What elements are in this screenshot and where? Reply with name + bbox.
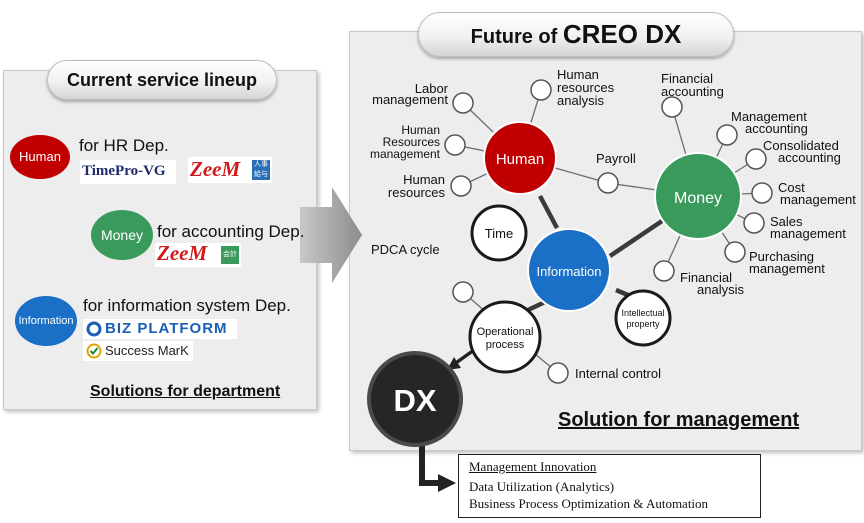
label-hr-management-1: Human (401, 123, 440, 137)
solutions-for-department: Solutions for department (90, 383, 281, 400)
label-sales-2: management (770, 226, 846, 241)
node-ip-label-1: Intellectual (621, 308, 664, 318)
label-cost-1: Cost (778, 180, 805, 195)
transition-arrow-icon (300, 187, 362, 283)
node-sales-management (743, 212, 765, 234)
human-circle: Human (10, 135, 70, 179)
label-consolidated-2: accounting (778, 150, 841, 165)
label-labor-2: management (372, 92, 448, 107)
label-hr-management-3: management (370, 147, 441, 161)
label-cost-2: management (780, 192, 856, 207)
future-title-prefix: Future of (470, 26, 563, 48)
dx-to-innovation-arrow (419, 445, 440, 486)
node-labor-management (452, 92, 474, 114)
accounting-dep-text: for accounting Dep. (157, 222, 305, 241)
information-circle: Information (15, 296, 77, 346)
future-title-brand: CREO DX (562, 19, 682, 49)
hub-dx-label: DX (393, 383, 436, 418)
management-innovation-title: Management Innovation (469, 459, 597, 474)
current-service-title: Current service lineup (47, 60, 277, 100)
hub-information-label: Information (536, 264, 601, 279)
label-consolidated-1: Consolidated (763, 138, 839, 153)
label-hr-analysis-1: Human (557, 67, 599, 82)
innovation-arrow-head-icon (438, 474, 456, 492)
hub-money-label: Money (674, 190, 722, 207)
data-utilization-text: Data Utilization (Analytics) (469, 479, 615, 494)
node-unlabeled (452, 281, 474, 303)
node-operational-process (468, 300, 542, 374)
label-pdca-cycle: PDCA cycle (371, 242, 440, 257)
node-time (470, 204, 528, 262)
label-fin-analysis-1: Financial (680, 270, 732, 285)
label-mgmt-accounting-1: Management (731, 109, 807, 124)
hub-information (527, 228, 611, 312)
hr-dep-text: for HR Dep. (79, 136, 169, 155)
label-fin-accounting-1: Financial (661, 71, 713, 86)
node-payroll (597, 172, 619, 194)
bpo-automation-text: Business Process Optimization & Automati… (469, 496, 709, 511)
timepro-vg-logo: TimePro-VG (80, 160, 176, 184)
label-internal-control: Internal control (575, 366, 661, 381)
label-fin-accounting-2: accounting (661, 84, 724, 99)
node-cost-management (751, 182, 773, 204)
node-time-label: Time (485, 226, 513, 241)
money-circle: Money (91, 210, 153, 260)
node-financial-analysis (653, 260, 675, 282)
node-human-resources (450, 175, 472, 197)
node-purchasing-management (724, 241, 746, 263)
node-operational-label-1: Operational (477, 326, 534, 338)
label-sales-1: Sales (770, 214, 803, 229)
node-hr-analysis (530, 79, 552, 101)
node-intellectual-property (614, 289, 672, 347)
future-title: Future of CREO DX (418, 12, 734, 57)
biz-platform-mark-icon (86, 321, 102, 337)
node-consolidated-accounting (745, 148, 767, 170)
info-system-dep-text: for information system Dep. (83, 296, 291, 315)
label-fin-analysis-2: analysis (697, 282, 744, 297)
hub-human (483, 121, 557, 195)
node-internal-control (547, 362, 569, 384)
node-operational-label-2: process (486, 339, 525, 351)
zeem-hr-logo: ZeeM 人事給与 (188, 157, 272, 183)
hub-dx (367, 351, 463, 447)
label-hr-management-2: Resources (383, 135, 440, 149)
success-check-icon (86, 343, 102, 359)
node-financial-accounting (661, 96, 683, 118)
label-purchasing-1: Purchasing (749, 249, 814, 264)
hub-money (654, 152, 742, 240)
node-hr-management (444, 134, 466, 156)
management-innovation-box: Management Innovation Data Utilization (… (458, 454, 761, 518)
label-mgmt-accounting-2: accounting (745, 121, 808, 136)
label-human-resources-1: Human (403, 172, 445, 187)
success-mark-logo: Success MarK (83, 341, 193, 361)
hub-human-label: Human (496, 151, 544, 168)
label-payroll: Payroll (596, 151, 636, 166)
label-labor-1: Labor (415, 81, 449, 96)
biz-platform-logo: BIZ PLATFORM (83, 319, 237, 339)
zeem-accounting-logo: ZeeM 会計 (155, 241, 241, 267)
label-hr-analysis-3: analysis (557, 93, 604, 108)
label-human-resources-2: resources (388, 185, 446, 200)
solution-for-management: Solution for management (558, 409, 800, 431)
label-purchasing-2: management (749, 261, 825, 276)
label-hr-analysis-2: resources (557, 80, 615, 95)
small-nodes (444, 79, 773, 384)
node-management-accounting (716, 124, 738, 146)
node-ip-label-2: property (626, 319, 660, 329)
